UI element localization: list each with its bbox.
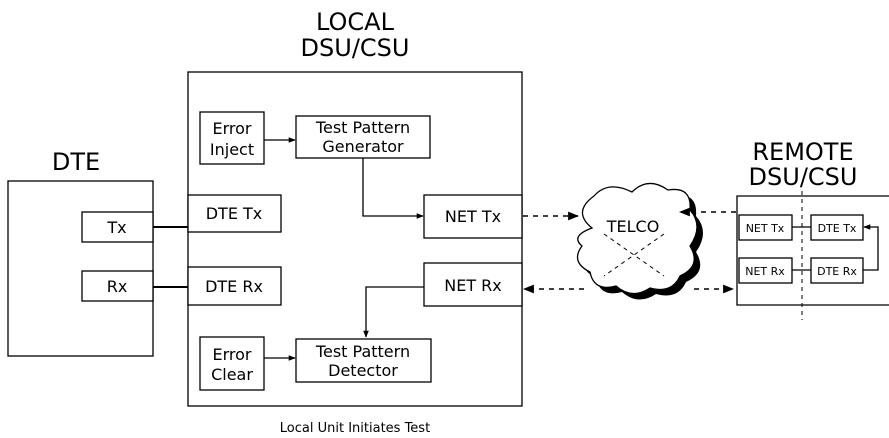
local-dte-rx-label: DTE Rx	[205, 277, 263, 296]
dte-tx-block	[81, 211, 154, 243]
remote-title-line1: REMOTE	[752, 138, 853, 166]
remote-net-rx-block	[738, 257, 793, 284]
error-clear-label-2: Clear	[211, 365, 253, 384]
remote-dte-tx-label: DTE Tx	[818, 222, 857, 235]
telco-cloud	[576, 182, 703, 300]
remote-dte-rx-label: DTE Rx	[817, 265, 857, 278]
remote-net-rx-label: NET Rx	[745, 265, 785, 278]
local-dte-tx-block	[187, 194, 282, 233]
diagram-caption: Local Unit Initiates Test	[280, 421, 430, 436]
remote-dte-rx-block	[810, 257, 864, 284]
detector-label-1: Test Pattern	[315, 342, 410, 361]
remote-dsu-csu-box	[736, 195, 889, 306]
remote-net-tx-label: NET Tx	[746, 222, 785, 235]
net-rx-to-detector-arrow	[363, 286, 424, 338]
remote-title-line2: DSU/CSU	[749, 163, 858, 191]
error-inject-block	[199, 111, 265, 165]
remote-loopback-arrow	[863, 224, 879, 271]
dte-rx-block	[81, 270, 154, 302]
local-net-rx-block	[423, 262, 523, 307]
dte-box	[7, 180, 154, 357]
local-title-line1: LOCAL	[316, 8, 395, 36]
generator-label-2: Generator	[322, 137, 404, 156]
generator-label-1: Test Pattern	[315, 118, 410, 137]
detector-label-2: Detector	[328, 361, 398, 380]
generator-to-net-tx-arrow	[362, 158, 424, 219]
local-net-rx-label: NET Rx	[444, 276, 502, 295]
error-inject-label-2: Inject	[210, 140, 254, 159]
local-dte-tx-label: DTE Tx	[206, 204, 263, 223]
local-title-line2: DSU/CSU	[301, 34, 410, 62]
dte-tx-label: Tx	[106, 218, 126, 237]
dte-rx-label: Rx	[107, 277, 128, 296]
local-net-tx-label: NET Tx	[445, 207, 501, 226]
error-inject-label-1: Error	[213, 119, 252, 138]
error-clear-label-1: Error	[213, 345, 252, 364]
test-pattern-generator-block	[295, 115, 431, 159]
telco-label: TELCO	[606, 217, 660, 236]
local-net-tx-block	[423, 194, 523, 239]
error-clear-block	[199, 336, 265, 391]
remote-net-tx-block	[738, 214, 793, 241]
test-pattern-detector-block	[295, 338, 432, 383]
dte-title: DTE	[52, 148, 100, 176]
